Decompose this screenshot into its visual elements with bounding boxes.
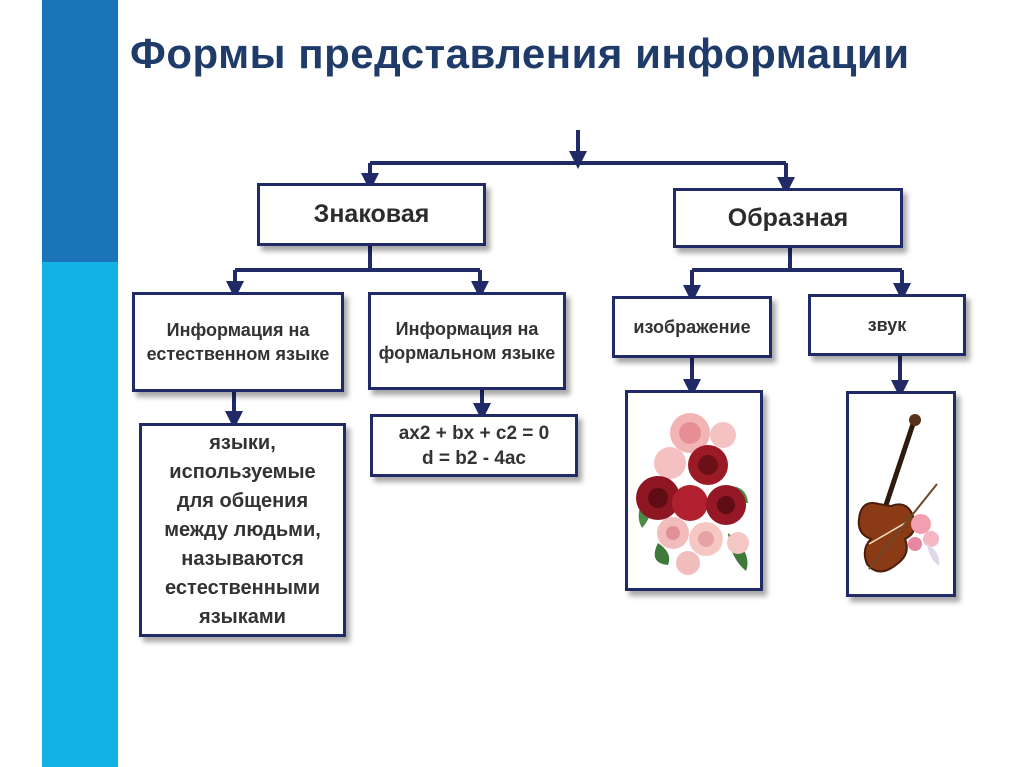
sign-form-label: Знаковая	[313, 200, 430, 228]
page-title: Формы представления информации	[130, 30, 910, 77]
natural-description-box: языки, используемые для общения между лю…	[139, 423, 346, 637]
sound-box: звук	[808, 294, 966, 356]
picture-box: изображение	[612, 296, 772, 358]
formal-language-box: Информация на формальном языке	[368, 292, 566, 390]
flowers-image-box	[625, 390, 763, 591]
image-form-box: Образная	[673, 188, 903, 248]
violin-icon	[857, 414, 940, 573]
picture-label: изображение	[633, 317, 751, 337]
sound-label: звук	[867, 315, 907, 335]
natural-description-text: языки, используемые для общения между лю…	[164, 431, 321, 628]
natural-language-label: Информация на естественном языке	[146, 320, 330, 364]
roses-bouquet-icon	[636, 413, 749, 575]
natural-language-box: Информация на естественном языке	[132, 292, 344, 392]
formula-line-2: d = b2 - 4ac	[421, 447, 527, 469]
sign-form-box: Знаковая	[257, 183, 486, 246]
formula-line-1: ax2 + bx + c2 = 0	[398, 422, 550, 444]
image-form-label: Образная	[727, 203, 849, 232]
formal-language-label: Информация на формальном языке	[378, 319, 556, 363]
violin-image-box	[846, 391, 956, 597]
formula-box: ax2 + bx + c2 = 0 d = b2 - 4ac	[370, 414, 578, 477]
side-bar-dark	[42, 0, 118, 262]
side-bar-light	[42, 262, 118, 767]
